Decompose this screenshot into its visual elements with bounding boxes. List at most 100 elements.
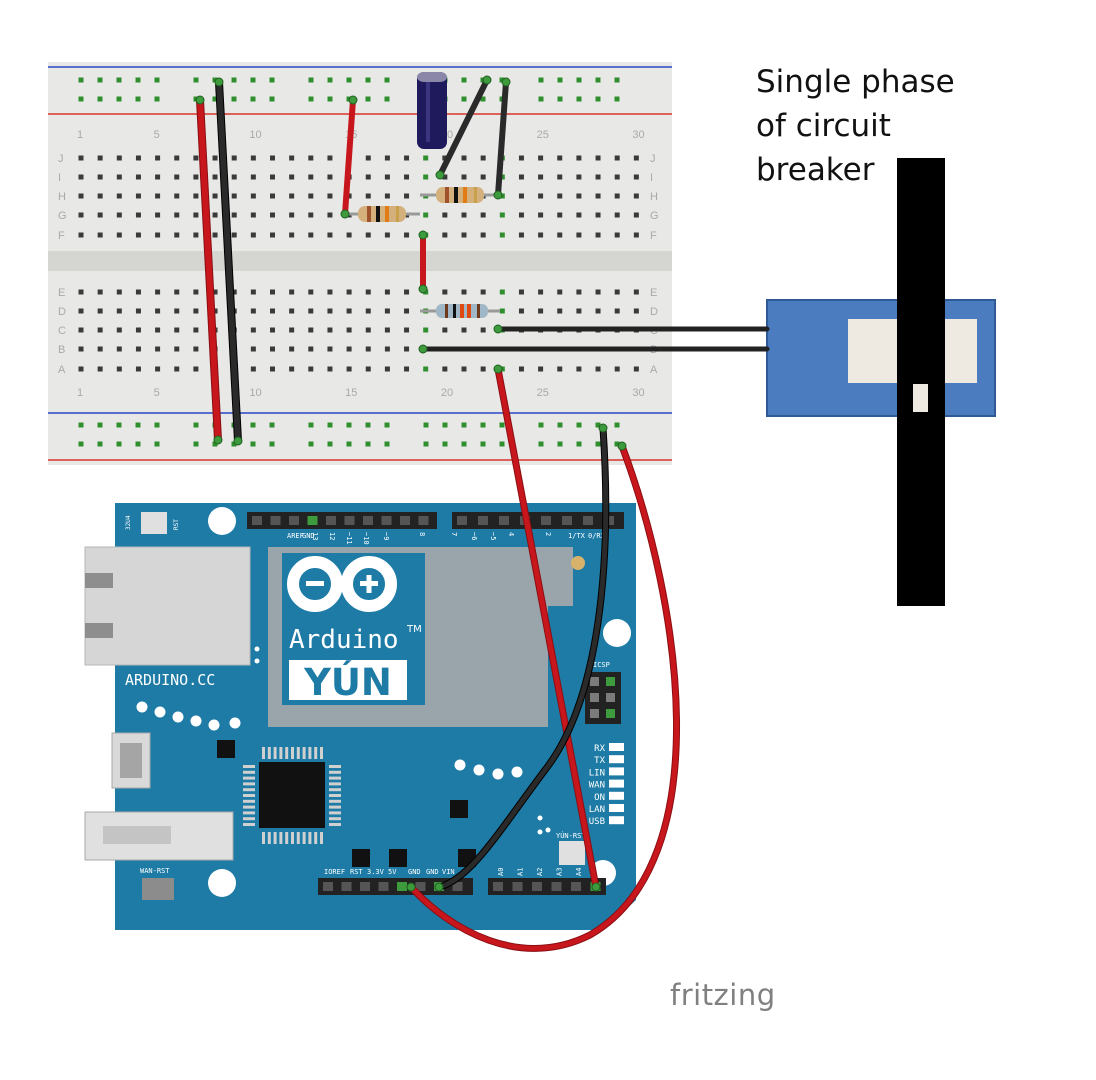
breadboard-hole xyxy=(308,174,314,180)
rail-hole xyxy=(576,77,582,83)
breadboard-hole xyxy=(614,366,620,372)
breadboard-hole xyxy=(499,289,505,295)
row-letter: H xyxy=(650,191,658,203)
button-32u4[interactable] xyxy=(141,512,167,534)
breadboard-hole xyxy=(155,232,161,238)
breadboard-hole xyxy=(576,232,582,238)
decorative-dot xyxy=(511,766,523,778)
chip-pin xyxy=(262,747,265,759)
breadboard-hole xyxy=(346,346,352,352)
breadboard-hole xyxy=(78,289,84,295)
breadboard-hole xyxy=(576,308,582,314)
breadboard-hole xyxy=(97,193,103,199)
rail-hole xyxy=(97,441,103,447)
rail-hole xyxy=(384,441,390,447)
decorative-dot xyxy=(136,701,148,713)
rail-hole xyxy=(614,441,620,447)
breadboard-hole xyxy=(212,289,218,295)
breadboard-hole xyxy=(212,212,218,218)
breadboard-hole xyxy=(289,174,295,180)
chip-pin xyxy=(285,832,289,844)
rail-hole xyxy=(576,96,582,102)
rail-hole xyxy=(595,441,601,447)
rail-hole xyxy=(461,441,467,447)
breadboard-hole xyxy=(423,155,429,161)
breadboard-hole xyxy=(78,366,84,372)
breadboard-hole xyxy=(595,193,601,199)
rail-hole xyxy=(250,441,256,447)
breadboard-hole xyxy=(308,155,314,161)
breadboard-hole xyxy=(308,346,314,352)
breadboard-hole xyxy=(212,174,218,180)
icsp-pin xyxy=(590,693,599,702)
breadboard-hole xyxy=(538,193,544,199)
breadboard-hole xyxy=(633,308,639,314)
breadboard-hole xyxy=(595,212,601,218)
breadboard-hole xyxy=(442,174,448,180)
wire-end xyxy=(348,95,358,105)
breadboard-hole xyxy=(327,193,333,199)
breadboard-hole xyxy=(442,155,448,161)
rail-hole xyxy=(480,441,486,447)
center-channel xyxy=(48,251,672,271)
chip-pin xyxy=(329,823,341,826)
electrolytic-capacitor xyxy=(417,72,447,149)
row-letter: B xyxy=(58,344,65,356)
breadboard-hole xyxy=(404,289,410,295)
wire-end xyxy=(340,209,350,219)
breadboard-hole xyxy=(116,232,122,238)
fritzing-watermark: fritzing xyxy=(670,978,776,1012)
breadboard-hole xyxy=(116,155,122,161)
breadboard-hole xyxy=(116,366,122,372)
rail-hole xyxy=(308,422,314,428)
wire-end xyxy=(591,882,601,892)
breadboard-hole xyxy=(174,366,180,372)
breadboard-hole xyxy=(289,366,295,372)
header-pin xyxy=(551,882,562,891)
breadboard-hole xyxy=(174,212,180,218)
wire-red-a0 xyxy=(495,366,599,890)
button-yun-rst[interactable] xyxy=(559,841,585,865)
chip-pin xyxy=(329,799,341,803)
breadboard-hole xyxy=(346,366,352,372)
chip-pin xyxy=(267,747,271,759)
breadboard-hole xyxy=(308,232,314,238)
status-led-label: USB xyxy=(589,817,605,827)
decorative-dot xyxy=(537,815,543,821)
breadboard-hole xyxy=(116,346,122,352)
header-label: VIN xyxy=(442,868,455,876)
chip-pin xyxy=(314,747,318,759)
breadboard-hole xyxy=(461,289,467,295)
header-label: 0/RX xyxy=(588,532,606,540)
rail-hole xyxy=(116,96,122,102)
header-label: ~11 xyxy=(345,532,353,545)
arduino-yun-board: Arduino TM YÚN ARDUINO.CC 32U4 RST YÚN-R… xyxy=(84,503,636,930)
breadboard-hole xyxy=(538,232,544,238)
breadboard-hole xyxy=(97,212,103,218)
burden-resistor xyxy=(420,304,500,318)
breadboard-hole xyxy=(614,212,620,218)
plus-sign-v xyxy=(366,575,372,593)
breadboard-hole xyxy=(365,308,371,314)
header-pin xyxy=(562,516,572,525)
breadboard-hole xyxy=(346,308,352,314)
breadboard-hole xyxy=(633,193,639,199)
status-led xyxy=(609,779,624,788)
rail-hole xyxy=(595,422,601,428)
header-label: AREF xyxy=(287,532,304,540)
row-letter: I xyxy=(58,172,61,184)
breadboard-hole xyxy=(289,155,295,161)
breadboard-hole xyxy=(174,232,180,238)
breadboard-hole xyxy=(193,366,199,372)
ethernet-jack-tab xyxy=(85,573,113,588)
annotation-line-3: breaker xyxy=(756,152,875,188)
breadboard-hole xyxy=(174,308,180,314)
header-pin xyxy=(418,516,429,525)
wire-black-divider xyxy=(495,79,509,198)
breadboard-hole xyxy=(116,308,122,314)
rail-hole xyxy=(557,96,563,102)
arduino-logo-text: Arduino xyxy=(289,625,399,655)
button-wan-rst[interactable] xyxy=(142,878,174,900)
breadboard-hole xyxy=(155,155,161,161)
breadboard-hole xyxy=(135,155,141,161)
